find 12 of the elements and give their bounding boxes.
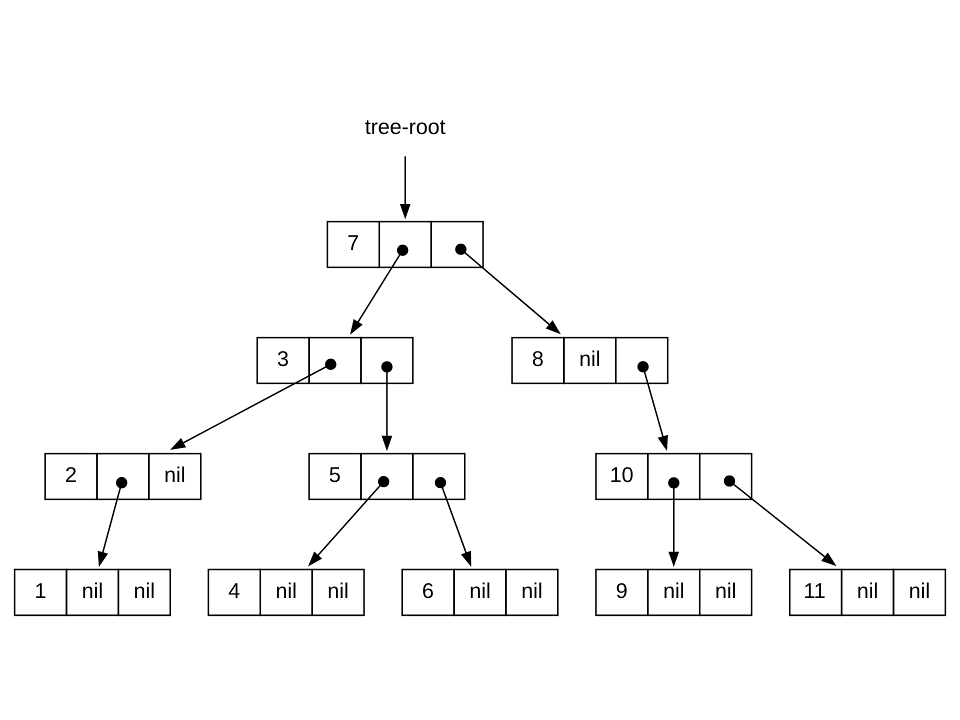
arrow (455, 243, 561, 334)
arrow (400, 156, 411, 219)
node-text: tree-root (364, 114, 446, 139)
arrow (637, 360, 668, 450)
arrow (98, 476, 128, 566)
arrow (434, 476, 472, 566)
arrow (350, 244, 408, 334)
arrow (381, 360, 393, 451)
arrow (170, 358, 336, 450)
arrow (668, 476, 680, 567)
arrow (308, 476, 390, 566)
arrow (724, 474, 836, 566)
